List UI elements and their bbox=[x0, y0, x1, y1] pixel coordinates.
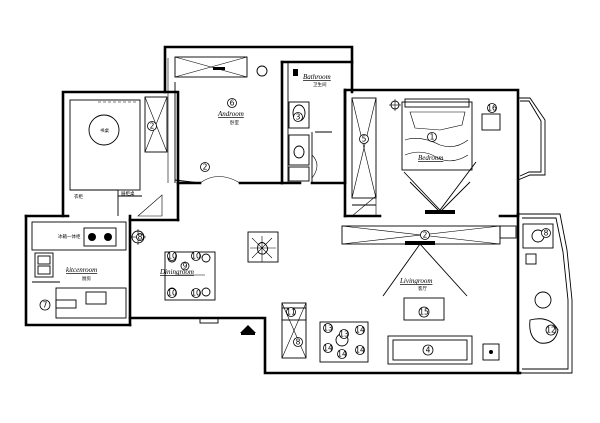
svg-text:1: 1 bbox=[430, 133, 435, 142]
marker: 6 bbox=[227, 98, 237, 108]
marker: 14 bbox=[355, 325, 365, 335]
study-tag-a: 衣柜 bbox=[74, 193, 83, 200]
svg-text:2: 2 bbox=[423, 231, 428, 240]
svg-text:10: 10 bbox=[167, 252, 177, 261]
svg-text:10: 10 bbox=[191, 252, 201, 261]
svg-text:8: 8 bbox=[138, 233, 143, 242]
svg-text:2: 2 bbox=[150, 122, 155, 131]
room-label-kitchen: kitcenroom bbox=[66, 266, 97, 274]
room-label-living: Livingroom bbox=[399, 277, 432, 285]
marker: 13 bbox=[323, 323, 333, 333]
marker: 10 bbox=[191, 251, 201, 261]
room-label-dining: Diningroom bbox=[159, 268, 194, 276]
marker: 1 bbox=[427, 132, 437, 142]
svg-text:8: 8 bbox=[544, 229, 549, 238]
svg-text:10: 10 bbox=[191, 289, 201, 298]
svg-text:7: 7 bbox=[43, 301, 48, 310]
marker: 2 bbox=[420, 230, 430, 240]
room-label-bedroom1: Androom bbox=[217, 110, 244, 118]
marker: 10 bbox=[167, 251, 177, 261]
study-room: 书桌 衣柜 展柜桌 bbox=[69, 96, 168, 217]
number-markers: 2 6 2 1 5 16 3 7 8 9 10 10 10 10 2 15 4 … bbox=[39, 98, 557, 359]
study-table-label: 书桌 bbox=[100, 127, 109, 134]
svg-text:8: 8 bbox=[296, 338, 301, 347]
living-room: Livingroom 客厅 bbox=[281, 225, 517, 365]
marker: 14 bbox=[355, 345, 365, 355]
svg-text:9: 9 bbox=[183, 262, 188, 271]
kitchen-counter-tag: 冰箱一体柜 bbox=[58, 233, 81, 240]
room-label-living-cn: 客厅 bbox=[418, 285, 427, 292]
svg-text:12: 12 bbox=[546, 326, 556, 335]
marker: 8 bbox=[293, 337, 303, 347]
marker: 8 bbox=[541, 228, 551, 238]
svg-text:14: 14 bbox=[355, 346, 365, 355]
marker: 15 bbox=[418, 306, 430, 318]
marker: 2 bbox=[200, 162, 210, 172]
svg-text:2: 2 bbox=[203, 163, 208, 172]
svg-text:11: 11 bbox=[286, 308, 296, 317]
marker: 4 bbox=[422, 344, 434, 356]
marker: 10 bbox=[167, 288, 177, 298]
marker: 3 bbox=[293, 112, 303, 122]
svg-text:14: 14 bbox=[337, 350, 347, 359]
svg-text:13: 13 bbox=[339, 330, 349, 339]
room-label-bathroom: Bathroom bbox=[303, 73, 331, 81]
bedroom-2: Bedroom bbox=[351, 97, 501, 217]
svg-text:4: 4 bbox=[426, 346, 431, 355]
room-label-bedroom2: Bedroom bbox=[418, 154, 443, 162]
svg-text:16: 16 bbox=[487, 104, 497, 113]
svg-text:14: 14 bbox=[323, 344, 333, 353]
marker: 2 bbox=[147, 121, 157, 131]
room-label-bedroom1-cn: 卧室 bbox=[230, 119, 239, 126]
bedroom-1: Androom 卧室 bbox=[167, 56, 268, 184]
svg-text:3: 3 bbox=[296, 113, 301, 122]
svg-text:14: 14 bbox=[355, 326, 365, 335]
svg-text:15: 15 bbox=[419, 308, 429, 317]
marker: 9 bbox=[180, 262, 190, 271]
kitchen: 冰箱一体柜 kitcenroom 厨房 bbox=[31, 221, 127, 319]
bathroom: Bathroom 卫生间 bbox=[280, 60, 354, 183]
marker: 7 bbox=[39, 299, 51, 311]
marker: 5 bbox=[359, 134, 369, 144]
marker: 16 bbox=[487, 103, 497, 113]
marker: 14 bbox=[337, 349, 347, 359]
balcony bbox=[522, 223, 559, 344]
room-label-kitchen-cn: 厨房 bbox=[82, 275, 91, 282]
marker: 14 bbox=[323, 343, 333, 353]
svg-text:10: 10 bbox=[167, 289, 177, 298]
marker: 13 bbox=[339, 329, 349, 339]
svg-text:6: 6 bbox=[230, 99, 235, 108]
marker: 8 bbox=[136, 233, 144, 242]
svg-text:5: 5 bbox=[362, 135, 367, 144]
marker: 12 bbox=[545, 324, 557, 336]
study-tag-b: 展柜桌 bbox=[121, 190, 135, 197]
room-label-bathroom-cn: 卫生间 bbox=[313, 81, 327, 88]
svg-text:13: 13 bbox=[323, 324, 333, 333]
marker: 10 bbox=[191, 288, 201, 298]
marker: 11 bbox=[286, 307, 296, 317]
exterior-walls bbox=[24, 45, 573, 375]
